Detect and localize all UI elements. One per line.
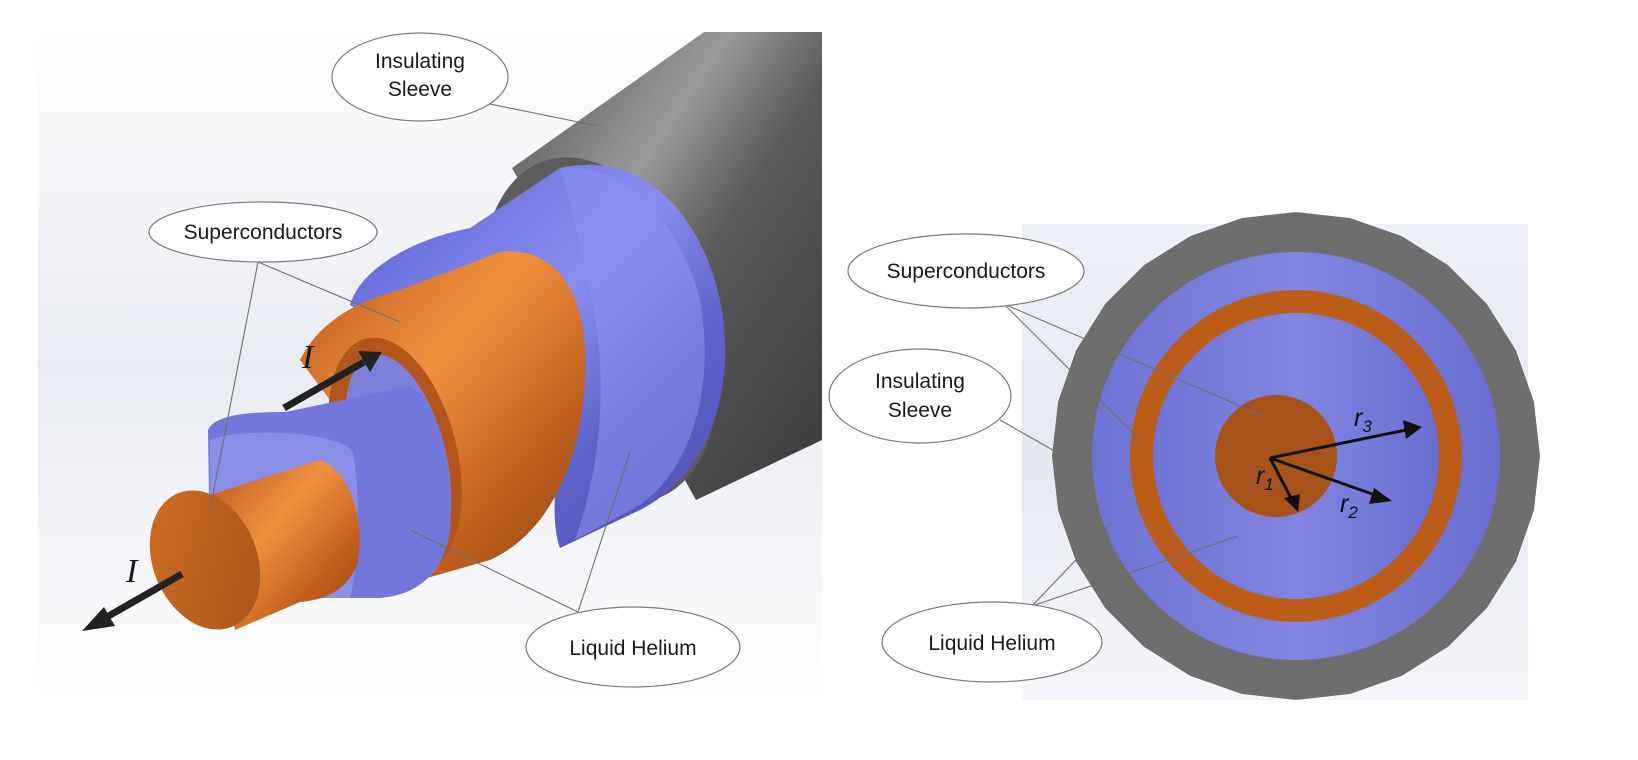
radius-label-r3: r3 (1354, 404, 1372, 436)
callout-text-line: Superconductors (887, 260, 1046, 283)
callout-insulating-sleeve-left: Insulating Sleeve (331, 32, 509, 122)
radius-arrow-r2 (1269, 456, 1392, 504)
callout-text-line: Insulating (875, 370, 965, 393)
radius-arrow-r3 (1269, 420, 1422, 460)
callout-liquid-helium-left: Liquid Helium (525, 606, 741, 688)
callout-text-line: Superconductors (184, 221, 343, 244)
current-label-top: I (301, 339, 315, 376)
callout-text-line: Sleeve (888, 399, 952, 422)
callout-superconductors-left: Superconductors (148, 201, 378, 263)
callout-superconductors-right: Superconductors (847, 233, 1085, 309)
right-panel-cross-section: r1 r2 r3 Superconductors Insulating Slee… (828, 212, 1540, 700)
current-arrow-outward (282, 351, 382, 412)
callout-liquid-helium-right: Liquid Helium (881, 601, 1103, 683)
radius-label-r2: r2 (1340, 490, 1358, 522)
callout-text-line: Liquid Helium (928, 632, 1055, 655)
radius-label-r1: r1 (1256, 462, 1274, 494)
radius-arrow-r1 (1268, 457, 1300, 512)
callout-insulating-sleeve-right: Insulating Sleeve (828, 348, 1012, 444)
left-panel-3d-view: I I Insulating Sleeve Superconductors Li… (38, 32, 822, 700)
callout-text-line: Liquid Helium (569, 637, 696, 660)
callout-text-line: Sleeve (388, 78, 452, 101)
callout-text-line: Insulating (375, 50, 465, 73)
current-arrow-inward (82, 570, 184, 631)
current-label-bottom: I (125, 553, 139, 590)
inner-superconductor-3d (149, 460, 360, 630)
